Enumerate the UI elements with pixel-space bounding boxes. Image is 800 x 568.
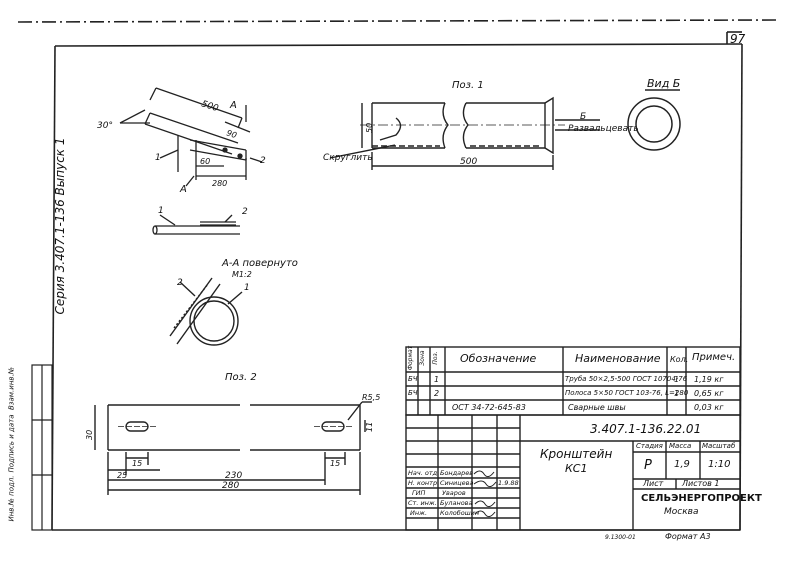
stamp-replace: Взам.инв.№ bbox=[7, 366, 16, 411]
spec-r2-qty: 1 bbox=[674, 389, 680, 398]
page-number: 97 bbox=[730, 32, 746, 46]
role-3: ГИП bbox=[412, 489, 426, 497]
person-1: Бондарев bbox=[440, 469, 474, 477]
spec-h-name: Наименование bbox=[575, 352, 661, 365]
spec-r3-note: 0,03 кг bbox=[694, 403, 724, 412]
pos2-strip bbox=[94, 401, 372, 495]
dim-60: 60 bbox=[200, 157, 210, 166]
person-2: Синицева bbox=[440, 479, 474, 487]
view-b bbox=[627, 89, 681, 151]
doc-code: 3.407.1-136.22.01 bbox=[590, 422, 702, 436]
spec-r2-note: 0,65 кг bbox=[694, 389, 724, 398]
spec-r2-name: Полоса 5×50 ГОСТ 103-76, L=280 bbox=[565, 389, 689, 397]
b-marker: Б bbox=[580, 112, 586, 122]
person-4: Буланова bbox=[440, 499, 473, 507]
org-name: СЕЛЬЭНЕРГОПРОЕКТ bbox=[641, 493, 762, 504]
part-code: КС1 bbox=[565, 462, 588, 475]
stamp-inv: Инв.№ подл. bbox=[7, 475, 16, 522]
callout-1b: 1 bbox=[158, 206, 164, 216]
title-block-grid bbox=[405, 414, 741, 531]
dim-r55: R5,5 bbox=[362, 393, 380, 402]
spec-r1-format: БЧ bbox=[408, 375, 418, 383]
dim-30deg: 30° bbox=[97, 121, 113, 131]
dim-15a: 15 bbox=[132, 459, 142, 468]
spec-h-designation: Обозначение bbox=[460, 352, 537, 365]
mass-header: Масса bbox=[669, 442, 692, 450]
dim-90: 90 bbox=[225, 128, 237, 140]
round-label: Скруглить bbox=[323, 153, 373, 163]
callout-2: 2 bbox=[260, 156, 266, 166]
dim-280: 280 bbox=[212, 179, 227, 188]
stage-header: Стадия bbox=[636, 442, 663, 450]
spec-r1-qty: 1 bbox=[674, 375, 680, 384]
dim-230: 230 bbox=[225, 471, 242, 481]
callout-1c: 1 bbox=[244, 283, 250, 293]
dim-30: 30 bbox=[85, 430, 94, 440]
scale-header: Масштаб bbox=[702, 442, 736, 450]
top-view bbox=[152, 214, 240, 235]
spec-r2-pos: 2 bbox=[434, 389, 440, 398]
cut-letter-a-bottom: А bbox=[179, 184, 187, 195]
callout-2c: 2 bbox=[177, 278, 183, 288]
callout-2b: 2 bbox=[242, 207, 248, 217]
spec-h-qty: Кол. bbox=[670, 355, 689, 364]
left-stamp bbox=[31, 364, 53, 531]
role-4: Ст. инж. bbox=[408, 499, 437, 507]
role-1: Нач. отд. bbox=[408, 469, 440, 477]
person-5: Колобошин bbox=[440, 509, 480, 517]
pos1-title: Поз. 1 bbox=[452, 80, 484, 91]
flare-label: Развальцевать bbox=[568, 124, 639, 134]
dim-500: 500 bbox=[200, 99, 220, 114]
date-tag: 1.9.88 bbox=[498, 479, 519, 487]
spec-r2-format: БЧ bbox=[408, 389, 418, 397]
stamp-sign: Подпись и дата bbox=[7, 414, 16, 473]
mass-value: 1,9 bbox=[674, 459, 690, 470]
dim-280b: 280 bbox=[222, 481, 239, 491]
cut-letter-a-top: А bbox=[229, 100, 237, 111]
spec-h-format: Формат bbox=[407, 345, 414, 371]
spec-r1-pos: 1 bbox=[434, 375, 440, 384]
part-name: Кронштейн bbox=[540, 447, 613, 461]
spec-h-zone: Зона bbox=[419, 350, 426, 366]
series-label: Серия 3.407.1-136 Выпуск 1 bbox=[53, 137, 67, 315]
callout-1: 1 bbox=[155, 153, 161, 163]
dim-50: 50 bbox=[365, 123, 374, 133]
section-scale: М1:2 bbox=[232, 270, 252, 279]
dim-25: 25 bbox=[117, 471, 127, 480]
footer-left: 9.1300-01 bbox=[605, 534, 636, 541]
view-b-title: Вид Б bbox=[647, 77, 680, 90]
pos1-dim-500: 500 bbox=[460, 157, 477, 167]
org-city: Москва bbox=[664, 507, 699, 517]
spec-r1-name: Труба 50×2,5-500 ГОСТ 10704-76 bbox=[565, 375, 688, 383]
dim-15b: 15 bbox=[330, 459, 340, 468]
pos1-pipe bbox=[329, 96, 600, 170]
sheet-label: Лист bbox=[643, 479, 664, 488]
signatures bbox=[473, 470, 497, 518]
iso-bracket-view bbox=[119, 87, 263, 187]
spec-h-pos: Поз. bbox=[432, 351, 439, 365]
footer-right: Формат А3 bbox=[665, 532, 711, 541]
section-title: А-А повернуто bbox=[221, 258, 298, 269]
sheets-label: Листов 1 bbox=[682, 479, 720, 488]
stage-value: Р bbox=[644, 458, 652, 473]
pos2-title: Поз. 2 bbox=[225, 372, 257, 383]
spec-r3-name: Сварные швы bbox=[568, 403, 626, 412]
dim-11: 11 bbox=[365, 422, 374, 432]
spec-r3-designation: ОСТ 34-72-645-83 bbox=[452, 403, 526, 412]
spec-r1-note: 1,19 кг bbox=[694, 375, 724, 384]
role-5: Инж. bbox=[410, 509, 428, 517]
person-3: Уваров bbox=[442, 489, 466, 497]
scale-value: 1:10 bbox=[708, 459, 731, 470]
role-2: Н. контр. bbox=[408, 479, 440, 487]
spec-h-note: Примеч. bbox=[692, 352, 736, 363]
section-aa bbox=[169, 277, 243, 346]
